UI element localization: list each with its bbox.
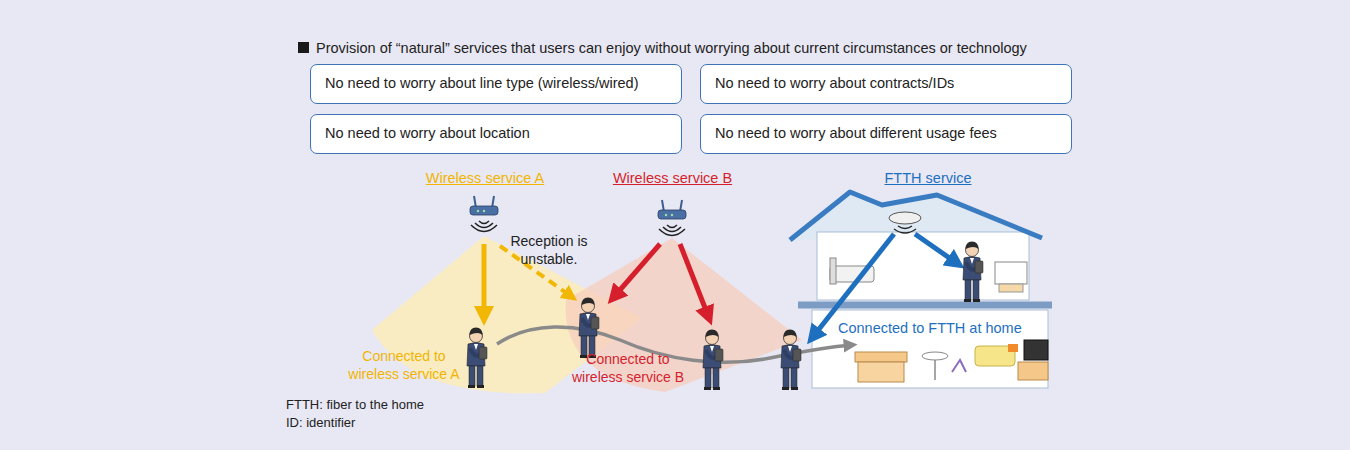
status-note: Connected to wireless service B (562, 350, 694, 386)
box-text: No need to worry about different usage f… (715, 125, 997, 142)
feature-box: No need to worry about different usage f… (700, 114, 1072, 154)
feature-box: No need to worry about contracts/IDs (700, 64, 1072, 104)
bed (830, 258, 836, 284)
person (579, 298, 599, 359)
person (467, 328, 487, 389)
cushion (1008, 344, 1018, 352)
person (781, 330, 801, 391)
status-note: Connected to wireless service A (340, 347, 468, 383)
signal-arrow (680, 244, 709, 318)
access-point (658, 200, 686, 236)
signal-arrow (613, 244, 660, 298)
signal-arrow (915, 234, 958, 264)
service-name: FTTH service (876, 169, 980, 188)
box-text: No need to worry about location (325, 125, 530, 142)
feature-box: No need to worry about line type (wirele… (310, 64, 682, 104)
desk (858, 362, 904, 382)
person (703, 330, 723, 391)
chair (952, 360, 966, 372)
box-text: No need to worry about contracts/IDs (715, 75, 954, 92)
table (922, 352, 948, 360)
abbreviation-note: ID: identifier (286, 415, 506, 432)
person (963, 242, 983, 303)
service-name: Wireless service B (605, 169, 740, 188)
feature-box: No need to worry about location (310, 114, 682, 154)
signal-wave (898, 226, 912, 229)
desk (855, 352, 907, 362)
box-text: No need to worry about line type (wirele… (325, 75, 639, 92)
access-point (889, 212, 921, 224)
tv (1024, 340, 1048, 360)
access-point (470, 196, 498, 232)
title-text: Provision of “natural” services that use… (316, 40, 1027, 56)
tv-stand (1018, 362, 1048, 380)
service-name: Wireless service A (420, 169, 550, 188)
abbreviation-note: FTTH: fiber to the home (286, 397, 506, 414)
signal-arrow (482, 244, 487, 318)
tv-stand (999, 284, 1023, 292)
status-note: Connected to FTTH at home (838, 319, 1050, 338)
title-bullet (298, 42, 309, 53)
callout-note: Reception is unstable. (501, 232, 597, 268)
signal-wave (894, 229, 916, 233)
table (934, 360, 936, 380)
coverage-area (566, 238, 802, 392)
tv (995, 262, 1027, 284)
